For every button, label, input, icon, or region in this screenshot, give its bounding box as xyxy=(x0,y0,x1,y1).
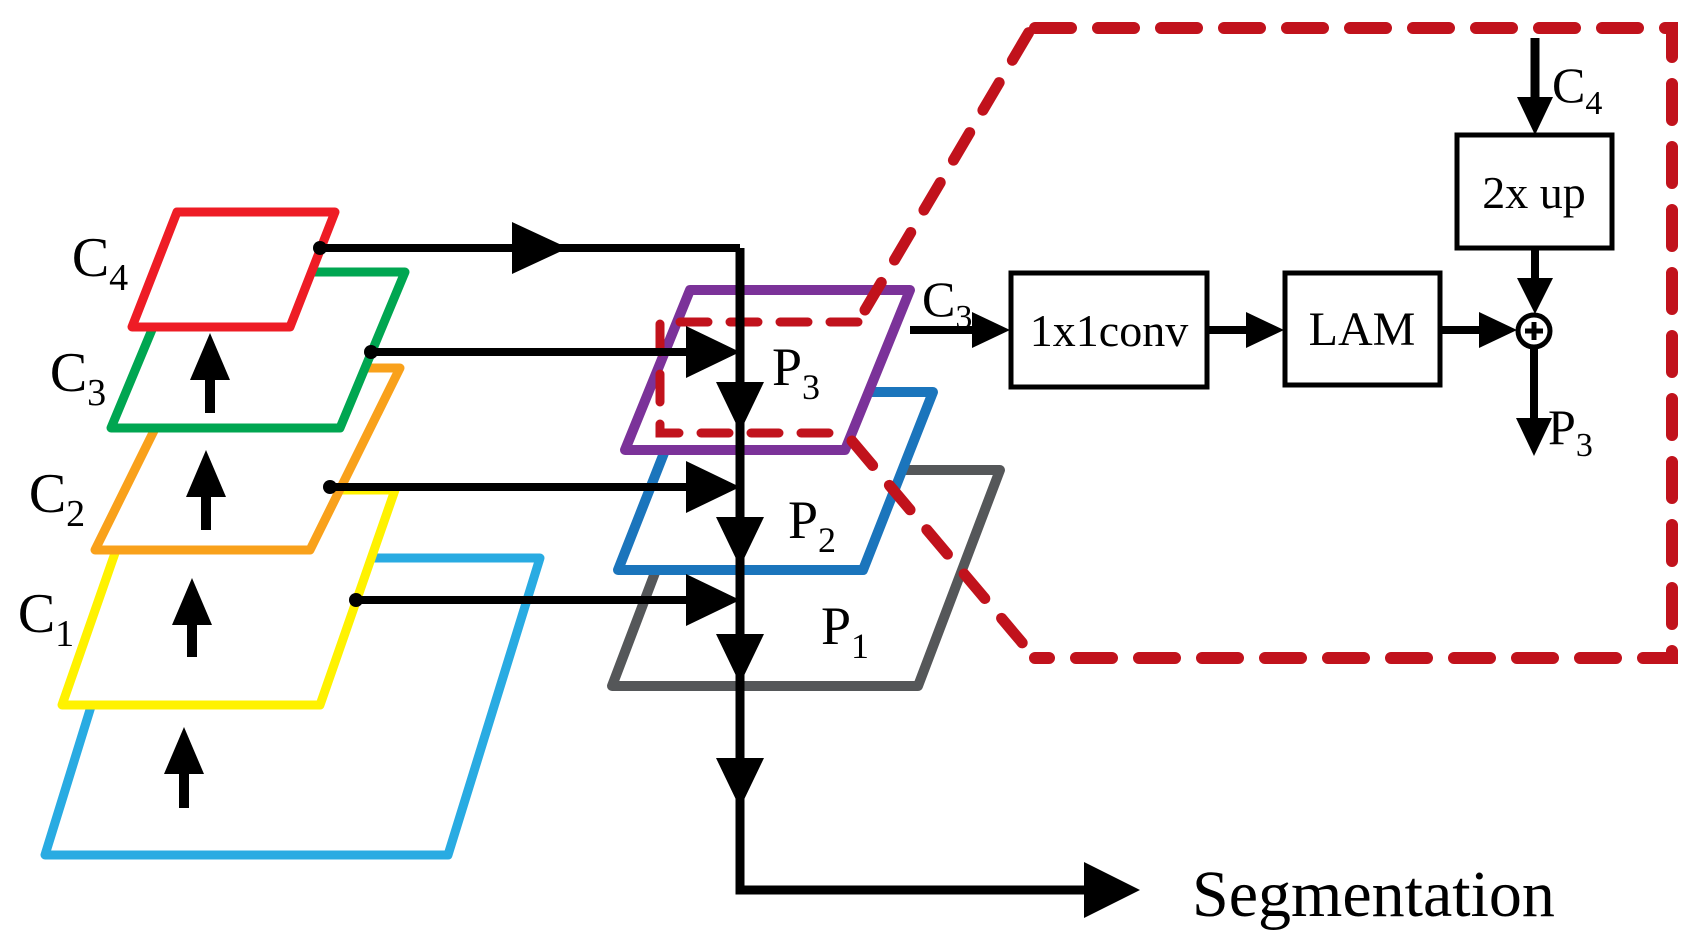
label-c4-sub: 4 xyxy=(109,257,128,299)
right-arrowhead-icon xyxy=(1479,312,1517,348)
detail-label-c3-base: C xyxy=(922,271,955,327)
right-arrowhead-icon xyxy=(1246,312,1284,348)
up-arrow-c3-to-c4 xyxy=(190,333,230,413)
label-c1-base: C xyxy=(18,583,55,645)
conv-box xyxy=(1008,270,1210,390)
detail-label-c4-base: C xyxy=(1552,57,1585,113)
callout-diagonal-top xyxy=(859,21,1038,316)
down-arrowhead-icon xyxy=(716,634,764,684)
right-arrowhead-icon xyxy=(512,222,568,274)
right-arrowhead-icon xyxy=(686,574,740,626)
label-c3-base: C xyxy=(50,342,87,404)
detail-label-p3: P3 xyxy=(1548,399,1593,464)
label-c3: C3 xyxy=(50,342,106,414)
detail-label-c4: C4 xyxy=(1552,57,1602,122)
layer-p3 xyxy=(620,285,915,455)
topdown-path xyxy=(735,248,1088,895)
label-p3: P3 xyxy=(772,337,820,407)
label-c4: C4 xyxy=(72,227,128,299)
label-c1: C1 xyxy=(18,583,74,655)
circled-plus-icon xyxy=(1515,312,1553,350)
segmentation-label: Segmentation xyxy=(1192,858,1555,931)
label-p2-sub: 2 xyxy=(818,520,836,560)
right-arrowhead-icon xyxy=(972,312,1010,348)
up-arrow-c1-to-c2 xyxy=(172,578,212,657)
upsample-box xyxy=(1454,132,1615,251)
label-p2: P2 xyxy=(788,490,836,560)
backbone-stack: C4 C3 C2 C1 xyxy=(18,207,545,860)
label-c3-sub: 3 xyxy=(87,372,106,414)
callout-big-rect xyxy=(1029,22,1678,664)
label-p1: P1 xyxy=(821,596,869,666)
label-c2-sub: 2 xyxy=(66,493,85,535)
down-arrowhead-icon xyxy=(716,382,764,432)
label-c1-sub: 1 xyxy=(55,613,74,655)
upsample-label: 2x up xyxy=(1482,167,1586,218)
up-arrow-input-to-c1 xyxy=(164,727,204,808)
layer-c4 xyxy=(127,207,340,332)
label-c2-base: C xyxy=(29,463,66,525)
down-arrowhead-icon xyxy=(1516,418,1552,456)
callout-region xyxy=(655,21,1678,664)
right-arrowhead-icon xyxy=(686,326,740,378)
label-p1-sub: 1 xyxy=(851,626,869,666)
callout-diagonal-bottom xyxy=(846,435,1041,664)
down-arrowhead-icon xyxy=(1517,278,1553,314)
detail-panel: C4 2x up C3 1x1conv LAM P3 xyxy=(910,38,1615,464)
main-flow: Segmentation xyxy=(716,248,1555,931)
callout-small-rect xyxy=(655,317,863,438)
down-arrowhead-icon xyxy=(716,517,764,567)
label-p1-base: P xyxy=(821,596,851,656)
label-p2-base: P xyxy=(788,490,818,550)
up-arrowhead-icon xyxy=(186,450,226,497)
up-arrowhead-icon xyxy=(172,578,212,625)
right-arrowhead-icon xyxy=(1084,862,1140,918)
lam-label: LAM xyxy=(1309,303,1416,356)
detail-label-p3-base: P xyxy=(1548,399,1576,455)
up-arrowhead-icon xyxy=(164,727,204,774)
conv-label: 1x1conv xyxy=(1030,305,1188,356)
detail-label-p3-sub: 3 xyxy=(1576,427,1593,464)
right-arrowhead-icon xyxy=(686,461,740,513)
label-c2: C2 xyxy=(29,463,85,535)
down-arrowhead-icon xyxy=(716,758,764,808)
up-arrow-c2-to-c3 xyxy=(186,450,226,530)
label-c4-base: C xyxy=(72,227,109,289)
down-arrowhead-icon xyxy=(1517,97,1553,135)
lam-box xyxy=(1282,270,1443,388)
label-p3-sub: 3 xyxy=(802,367,820,407)
detail-label-c4-sub: 4 xyxy=(1585,85,1602,122)
lateral-connections xyxy=(313,222,740,626)
up-arrowhead-icon xyxy=(190,333,230,380)
label-p3-base: P xyxy=(772,337,802,397)
